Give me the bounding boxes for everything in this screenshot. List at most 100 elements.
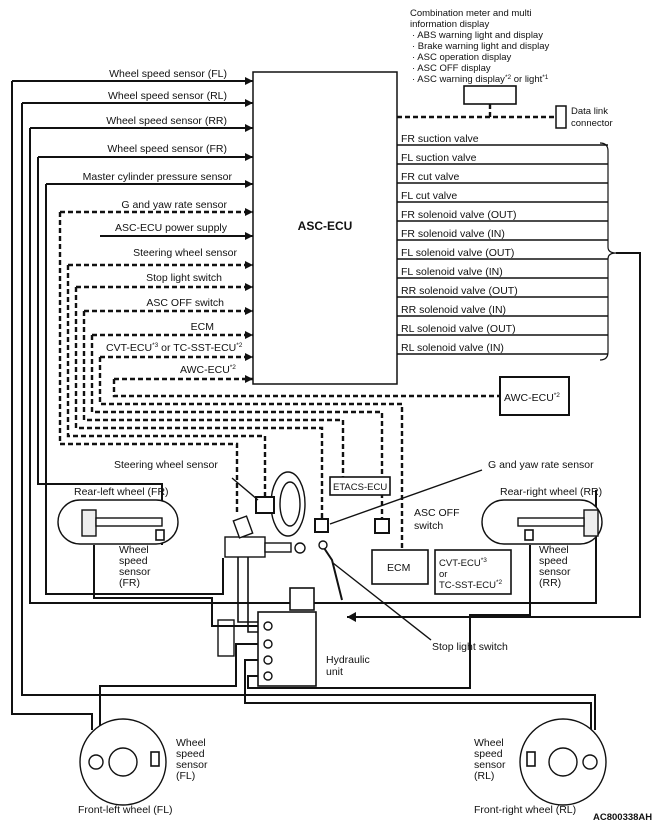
etacs-ecu-box — [329, 476, 391, 496]
wire-ecm — [90, 333, 384, 520]
booster-joint — [294, 542, 306, 554]
fl-sensor-label-1: Wheel — [176, 737, 206, 749]
combination-meter-box — [463, 85, 517, 105]
rl-sensor-label-3: sensor — [119, 566, 151, 578]
hu-line-rl-wheel — [93, 545, 258, 627]
wire-steering — [66, 263, 267, 498]
svg-text:information display: information display — [410, 19, 489, 30]
svg-text:Combination meter and multi: Combination meter and multi — [410, 8, 531, 19]
label-fr-sol-out: FR solenoid valve (OUT) — [401, 209, 517, 221]
hu-port-2 — [263, 639, 273, 649]
steering-wheel-inner — [279, 481, 301, 527]
g-yaw-sensor-icon — [314, 518, 329, 533]
brake-pedal-arm — [321, 544, 343, 601]
hu-port-1 — [263, 621, 273, 631]
fr-sensor-label-1: Wheel — [474, 737, 504, 749]
hu-line-fr — [244, 659, 592, 770]
rl-sensor-label-1: Wheel — [119, 544, 149, 556]
label-ws-fr: Wheel speed sensor (FR) — [107, 143, 227, 155]
fl-sensor-icon — [150, 751, 160, 767]
booster-rod — [264, 542, 292, 553]
label-rl-sol-out: RL solenoid valve (OUT) — [401, 323, 516, 335]
awc-ecu-box — [499, 376, 570, 416]
fr-sensor-label-4: (RL) — [474, 770, 494, 782]
fr-bolt — [582, 754, 598, 770]
data-link-connector-icon — [555, 105, 567, 129]
asc-off-switch-label-2: switch — [414, 520, 443, 532]
wire-hydraulic-feed — [347, 252, 641, 618]
label-stoplight: Stop light switch — [146, 272, 222, 284]
label-asc-off: ASC OFF switch — [146, 297, 224, 309]
label-ws-rr: Wheel speed sensor (RR) — [106, 115, 227, 127]
fr-sensor-label-2: speed — [474, 748, 503, 760]
hu-line-fl — [99, 643, 258, 770]
label-rr-sol-out: RR solenoid valve (OUT) — [401, 285, 518, 297]
pedal-pivot — [318, 540, 328, 550]
fr-hub — [548, 747, 578, 777]
label-power: ASC-ECU power supply — [115, 222, 228, 234]
awc-ecu-label: AWC-ECU*2 — [504, 392, 560, 404]
data-link-label-1: Data link — [571, 106, 608, 117]
wire-ws-fl — [11, 80, 253, 730]
wire-awc — [112, 377, 500, 398]
g-yaw-sensor-label: G and yaw rate sensor — [488, 459, 594, 471]
hu-port-3 — [263, 655, 273, 665]
combination-meter-label: Combination meter and multi information … — [410, 8, 550, 85]
label-g-yaw: G and yaw rate sensor — [121, 199, 227, 211]
label-steering: Steering wheel sensor — [133, 247, 237, 259]
ecm-label: ECM — [387, 562, 410, 574]
fl-sensor-label-2: speed — [176, 748, 205, 760]
svg-text:· ABS warning light and displa: · ABS warning light and display — [412, 30, 543, 41]
cvt-label-2: or — [439, 569, 447, 580]
hu-line-rr — [247, 545, 531, 689]
label-cvt: CVT-ECU*3 or TC-SST-ECU*2 — [106, 342, 243, 354]
asc-ecu-box — [252, 71, 398, 385]
rr-sensor-label-4: (RR) — [539, 577, 561, 589]
label-fr-cut: FR cut valve — [401, 171, 460, 183]
rr-sensor-label-1: Wheel — [539, 544, 569, 556]
fl-hub — [108, 747, 138, 777]
label-fl-sol-in: FL solenoid valve (IN) — [401, 266, 503, 278]
brake-lines — [237, 557, 258, 633]
asc-ecu-title: ASC-ECU — [298, 219, 353, 233]
leader-g-yaw — [329, 469, 483, 525]
rl-sensor-label-2: speed — [119, 555, 148, 567]
hu-motor — [289, 587, 315, 611]
rear-right-wheel-label: Rear-right wheel (RR) — [500, 486, 602, 498]
svg-text:· ASC operation display: · ASC operation display — [412, 52, 512, 63]
hu-bracket — [217, 619, 235, 657]
leader-stoplight — [332, 562, 432, 641]
steering-sensor-label: Steering wheel sensor — [114, 459, 218, 471]
hydraulic-unit-label-2: unit — [326, 666, 343, 678]
front-left-wheel-label: Front-left wheel (FL) — [78, 804, 173, 816]
fl-sensor-label-3: sensor — [176, 759, 208, 771]
label-fr-sol-in: FR solenoid valve (IN) — [401, 228, 505, 240]
rl-sensor-label-4: (FR) — [119, 577, 140, 589]
wire-ws-rl — [21, 102, 596, 730]
fl-bolt — [88, 754, 104, 770]
label-master-cyl: Master cylinder pressure sensor — [83, 171, 233, 183]
rr-sensor-label-3: sensor — [539, 566, 571, 578]
fr-sensor-label-3: sensor — [474, 759, 506, 771]
cvt-ecu-box — [434, 549, 512, 595]
asc-off-switch-label-1: ASC OFF — [414, 507, 460, 519]
reservoir-icon — [232, 515, 254, 539]
wire-asc-off — [82, 309, 345, 477]
rr-axle — [517, 517, 585, 527]
svg-text:· Brake warning light and disp: · Brake warning light and display — [412, 41, 550, 52]
rl-axle — [95, 517, 163, 527]
output-brace — [599, 142, 617, 361]
rr-sensor-icon — [524, 529, 534, 541]
wire-master-cyl — [45, 183, 253, 595]
etacs-label: ETACS-ECU — [333, 482, 387, 493]
output-lines — [397, 144, 608, 355]
ecm-box — [371, 549, 429, 585]
front-right-wheel-label: Front-right wheel (RL) — [474, 804, 576, 816]
data-link-label-2: connector — [571, 118, 613, 129]
svg-text:· ASC OFF display: · ASC OFF display — [412, 63, 491, 74]
asc-off-switch-icon — [374, 518, 390, 534]
hydraulic-unit-label-1: Hydraulic — [326, 654, 370, 666]
cvt-label-3: TC-SST-ECU*2 — [439, 579, 503, 591]
